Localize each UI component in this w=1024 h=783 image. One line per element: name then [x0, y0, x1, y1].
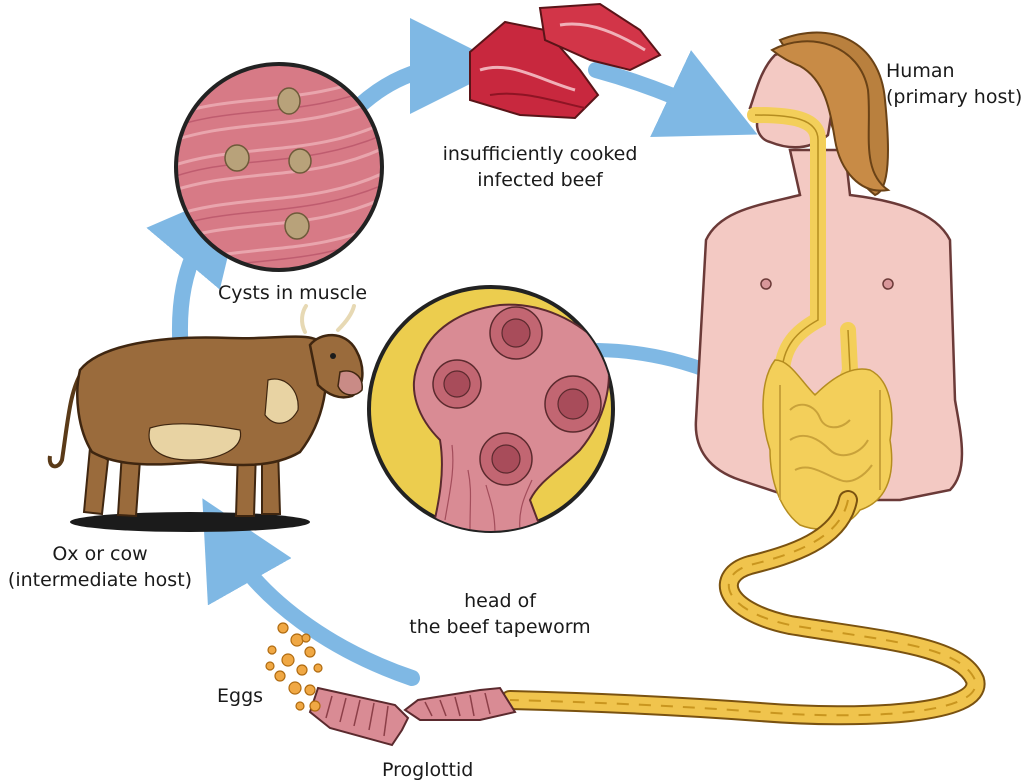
label-tapeworm-head-line1: head of: [464, 590, 536, 612]
muscle-cyst-magnifier-icon: [174, 62, 384, 272]
arrow-beef-to-human: [588, 50, 758, 137]
label-human-line2: (primary host): [886, 86, 1023, 108]
label-cysts-in-muscle: Cysts in muscle: [218, 282, 368, 304]
human-torso-icon: [694, 31, 964, 530]
tapeworm-scolex-icon: [367, 285, 615, 533]
proglottid-segment-icon: [308, 686, 410, 747]
egg-cluster-icon: [265, 622, 323, 712]
label-eggs: Eggs: [217, 685, 264, 707]
arrow-proglottid-to-cow: [202, 498, 420, 686]
label-cooked-beef: insufficiently cooked infected beef: [420, 141, 660, 193]
label-proglottid: Proglottid: [382, 759, 474, 781]
ox-icon: [47, 304, 364, 532]
label-human-line1: Human: [886, 60, 955, 82]
label-ox-line1: Ox or cow: [52, 543, 148, 565]
label-ox-line2: (intermediate host): [7, 569, 193, 591]
label-cooked-beef-line1: insufficiently cooked: [442, 143, 638, 165]
label-cooked-beef-line2: infected beef: [477, 169, 603, 191]
tapeworm-body-icon: [403, 490, 986, 726]
label-tapeworm-head-line2: the beef tapeworm: [409, 616, 591, 638]
label-human: Human (primary host): [886, 58, 1022, 110]
arrow-cysts-to-beef: [344, 18, 506, 121]
beef-chunk-icon: [469, 2, 662, 120]
label-tapeworm-head: head of the beef tapeworm: [400, 588, 600, 640]
label-ox: Ox or cow (intermediate host): [0, 541, 200, 593]
